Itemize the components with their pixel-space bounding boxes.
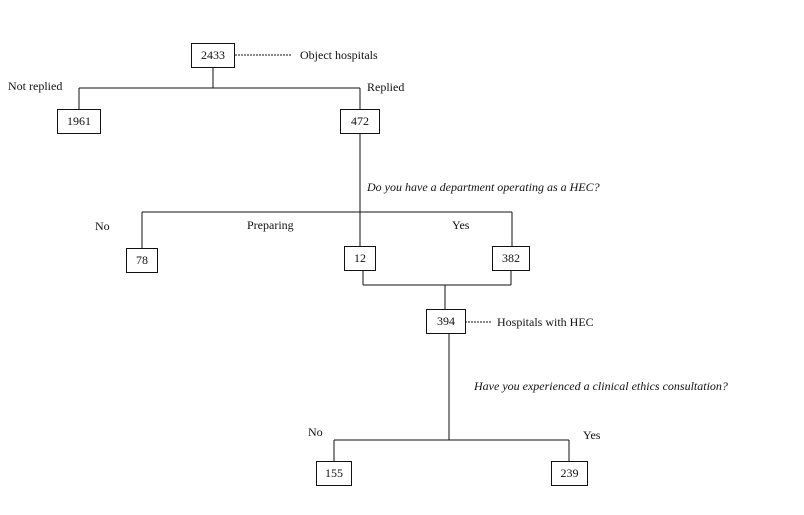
label-no: No bbox=[95, 219, 110, 233]
label-hospitals-with-hec: Hospitals with HEC bbox=[497, 315, 594, 329]
label-yes: Yes bbox=[452, 218, 470, 232]
node-no-consultation: 155 bbox=[316, 461, 352, 486]
label-object-hospitals: Object hospitals bbox=[300, 48, 378, 62]
label-no-consultation: No bbox=[308, 425, 323, 439]
node-yes-consultation: 239 bbox=[551, 461, 588, 486]
node-yes-hec: 382 bbox=[492, 246, 530, 271]
node-no-hec: 78 bbox=[126, 248, 158, 273]
node-replied: 472 bbox=[340, 109, 380, 134]
question-consultation: Have you experienced a clinical ethics c… bbox=[474, 379, 728, 393]
node-not-replied: 1961 bbox=[57, 109, 101, 134]
label-not-replied: Not replied bbox=[8, 79, 63, 93]
node-hospitals-with-hec: 394 bbox=[426, 309, 466, 334]
node-preparing-hec: 12 bbox=[344, 246, 376, 271]
label-replied: Replied bbox=[367, 80, 405, 94]
question-hec: Do you have a department operating as a … bbox=[367, 180, 600, 194]
label-yes-consultation: Yes bbox=[583, 428, 601, 442]
label-preparing: Preparing bbox=[247, 218, 294, 232]
node-object-hospitals: 2433 bbox=[191, 43, 235, 68]
